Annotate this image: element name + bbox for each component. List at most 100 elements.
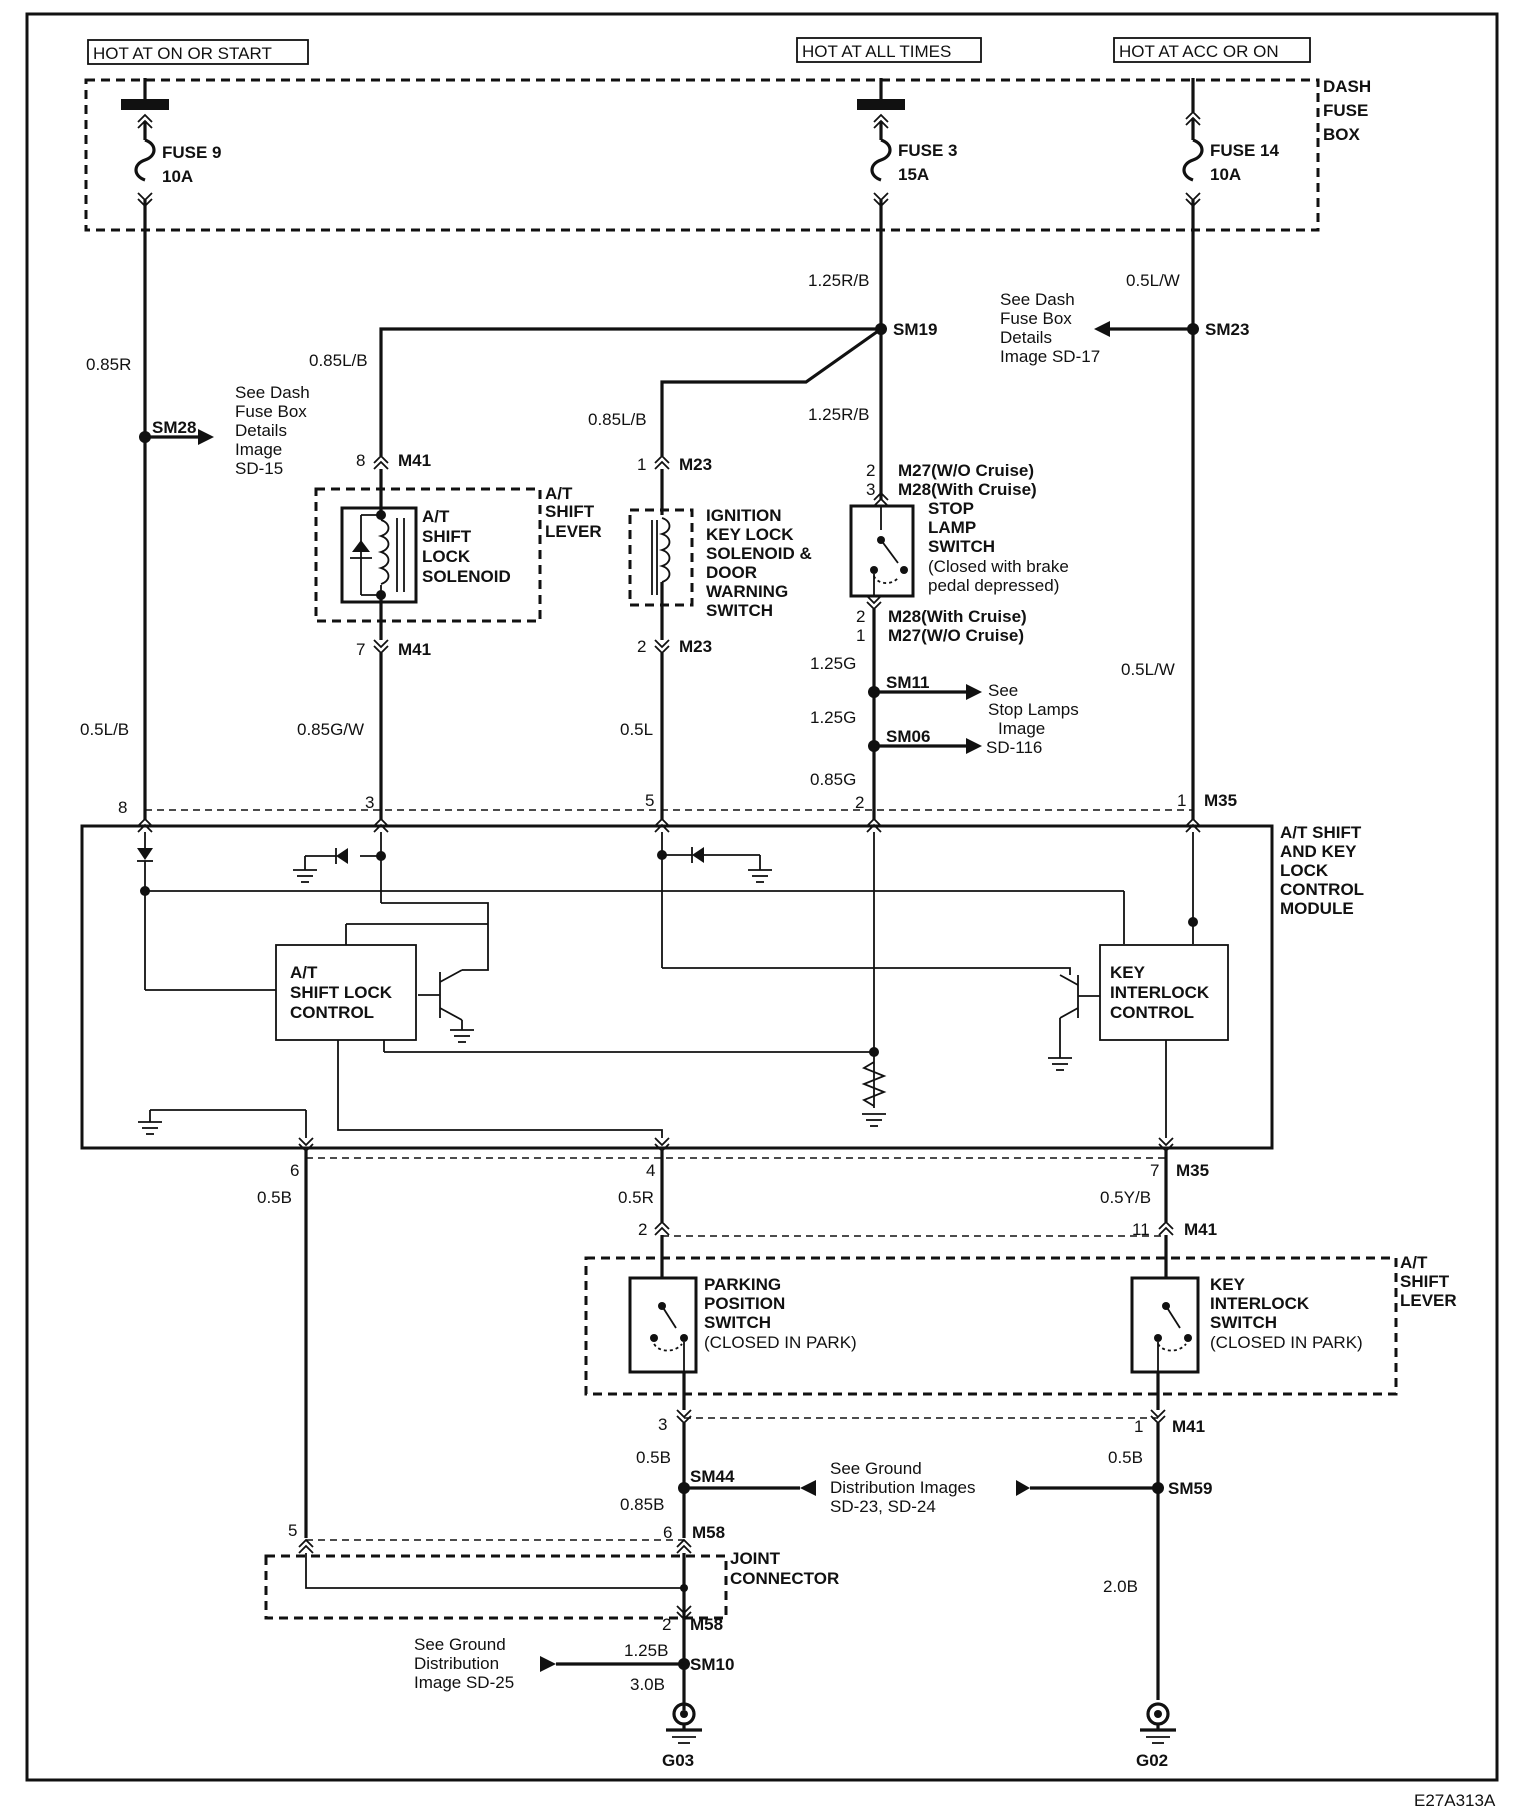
arrow-sd116-b bbox=[966, 738, 982, 754]
svg-text:HOT AT ON OR START: HOT AT ON OR START bbox=[93, 44, 272, 63]
svg-text:2: 2 bbox=[662, 1615, 671, 1634]
arrow-sd17 bbox=[1094, 321, 1110, 337]
svg-text:Distribution: Distribution bbox=[414, 1654, 499, 1673]
svg-text:SM11: SM11 bbox=[886, 673, 929, 692]
svg-text:0.5L/W: 0.5L/W bbox=[1121, 660, 1175, 679]
svg-text:JOINT: JOINT bbox=[730, 1549, 781, 1568]
svg-text:2: 2 bbox=[637, 637, 646, 656]
svg-text:SD-15: SD-15 bbox=[235, 459, 283, 478]
svg-text:SHIFT: SHIFT bbox=[422, 527, 472, 546]
svg-text:M27(W/O Cruise): M27(W/O Cruise) bbox=[898, 461, 1034, 480]
svg-text:FUSE: FUSE bbox=[1323, 101, 1368, 120]
parking-position-switch: PARKING POSITION SWITCH (CLOSED IN PARK) bbox=[628, 1235, 857, 1410]
svg-text:LAMP: LAMP bbox=[928, 518, 976, 537]
key-interlock-switch: KEY INTERLOCK SWITCH (CLOSED IN PARK) bbox=[1130, 1235, 1363, 1410]
svg-text:SM59: SM59 bbox=[1168, 1479, 1212, 1498]
shift-lock-control: A/T SHIFT LOCK CONTROL bbox=[275, 944, 417, 1041]
svg-text:0.85G/W: 0.85G/W bbox=[297, 720, 364, 739]
svg-text:CONTROL: CONTROL bbox=[1110, 1003, 1194, 1022]
svg-text:M35: M35 bbox=[1204, 791, 1237, 810]
shift-lever-bottom-label: A/T SHIFT LEVER bbox=[1400, 1253, 1457, 1310]
connector-m41-pin7: 7 M41 bbox=[356, 639, 431, 659]
wire-085LB-b bbox=[660, 327, 882, 456]
svg-text:SWITCH: SWITCH bbox=[704, 1313, 771, 1332]
svg-text:M23: M23 bbox=[679, 637, 712, 656]
svg-text:DASH: DASH bbox=[1323, 77, 1371, 96]
svg-text:1.25B: 1.25B bbox=[624, 1641, 668, 1660]
svg-text:IGNITION: IGNITION bbox=[706, 506, 782, 525]
svg-text:WARNING: WARNING bbox=[706, 582, 788, 601]
svg-text:3: 3 bbox=[658, 1415, 667, 1434]
source-label-all-times: HOT AT ALL TIMES bbox=[796, 37, 982, 63]
svg-text:M41: M41 bbox=[1184, 1220, 1217, 1239]
svg-text:LEVER: LEVER bbox=[545, 522, 602, 541]
svg-text:M41: M41 bbox=[398, 451, 431, 470]
control-module-box bbox=[80, 824, 1274, 1150]
svg-text:M58: M58 bbox=[690, 1615, 723, 1634]
svg-text:pedal depressed): pedal depressed) bbox=[928, 576, 1059, 595]
svg-text:Stop Lamps: Stop Lamps bbox=[988, 700, 1079, 719]
svg-text:0.5B: 0.5B bbox=[636, 1448, 671, 1467]
svg-text:HOT AT ALL TIMES: HOT AT ALL TIMES bbox=[802, 42, 951, 61]
svg-text:11: 11 bbox=[1132, 1220, 1150, 1239]
svg-text:10A: 10A bbox=[162, 167, 193, 186]
svg-text:8: 8 bbox=[356, 451, 365, 470]
connector-m23-pin1: 1 M23 bbox=[637, 454, 712, 474]
svg-text:SWITCH: SWITCH bbox=[706, 601, 773, 620]
shift-lever-bottom-outline bbox=[584, 1256, 1398, 1396]
svg-text:PARKING: PARKING bbox=[704, 1275, 781, 1294]
svg-text:1.25R/B: 1.25R/B bbox=[808, 271, 869, 290]
svg-text:3: 3 bbox=[866, 480, 875, 499]
shift-lever-top-outline bbox=[314, 487, 542, 623]
svg-text:7: 7 bbox=[1150, 1161, 1159, 1180]
svg-text:SM28: SM28 bbox=[152, 418, 196, 437]
svg-text:6: 6 bbox=[663, 1523, 672, 1542]
svg-text:SHIFT LOCK: SHIFT LOCK bbox=[290, 983, 393, 1002]
svg-text:Image: Image bbox=[235, 440, 282, 459]
svg-text:SD-116: SD-116 bbox=[986, 738, 1042, 757]
svg-text:SM06: SM06 bbox=[886, 727, 930, 746]
svg-text:0.5B: 0.5B bbox=[1108, 1448, 1143, 1467]
svg-text:5: 5 bbox=[288, 1521, 297, 1540]
svg-text:(Closed with brake: (Closed with brake bbox=[928, 557, 1069, 576]
fuse-3: FUSE 3 15A bbox=[857, 78, 958, 208]
figure-id: E27A313A bbox=[1414, 1791, 1496, 1810]
svg-text:3.0B: 3.0B bbox=[630, 1675, 665, 1694]
svg-text:10A: 10A bbox=[1210, 165, 1241, 184]
svg-text:0.5Y/B: 0.5Y/B bbox=[1100, 1188, 1151, 1207]
svg-text:CONNECTOR: CONNECTOR bbox=[730, 1569, 839, 1588]
svg-text:CONTROL: CONTROL bbox=[290, 1003, 374, 1022]
svg-text:SM44: SM44 bbox=[690, 1467, 735, 1486]
svg-text:Image SD-25: Image SD-25 bbox=[414, 1673, 514, 1692]
svg-text:1.25G: 1.25G bbox=[810, 708, 856, 727]
diagram-frame bbox=[25, 12, 1499, 1782]
svg-text:0.5L: 0.5L bbox=[620, 720, 653, 739]
svg-text:1: 1 bbox=[637, 455, 646, 474]
svg-text:G03: G03 bbox=[662, 1751, 694, 1770]
joint-connector-outline bbox=[264, 1554, 728, 1620]
svg-text:HOT AT ACC OR ON: HOT AT ACC OR ON bbox=[1119, 42, 1279, 61]
connector-m23-pin2: 2 M23 bbox=[637, 637, 712, 656]
arrow-sd15 bbox=[198, 429, 214, 445]
svg-text:0.85R: 0.85R bbox=[86, 355, 131, 374]
arrow-sd116-a bbox=[966, 684, 982, 700]
stop-lamp-switch: STOP LAMP SWITCH (Closed with brake peda… bbox=[849, 499, 1069, 598]
arrow-sd23-right bbox=[1016, 1480, 1030, 1496]
control-module-label: A/T SHIFT AND KEY LOCK CONTROL MODULE bbox=[1280, 823, 1364, 918]
svg-text:INTERLOCK: INTERLOCK bbox=[1110, 983, 1210, 1002]
source-label-acc-on: HOT AT ACC OR ON bbox=[1113, 37, 1311, 63]
svg-text:SWITCH: SWITCH bbox=[1210, 1313, 1277, 1332]
svg-text:Fuse Box: Fuse Box bbox=[1000, 309, 1072, 328]
dash-fuse-box-label: DASH FUSE BOX bbox=[1323, 77, 1371, 144]
svg-text:15A: 15A bbox=[898, 165, 929, 184]
svg-text:1: 1 bbox=[1177, 791, 1186, 810]
ref-sd17: See Dash Fuse Box Details Image SD-17 bbox=[1000, 290, 1100, 366]
arrow-sd25 bbox=[540, 1656, 556, 1672]
svg-text:FUSE 3: FUSE 3 bbox=[898, 141, 958, 160]
connector-stop-top: 2 3 M27(W/O Cruise) M28(With Cruise) bbox=[866, 461, 1037, 507]
svg-text:M41: M41 bbox=[398, 640, 431, 659]
ref-sd23: See Ground Distribution Images SD-23, SD… bbox=[830, 1459, 976, 1516]
svg-text:A/T SHIFT: A/T SHIFT bbox=[1280, 823, 1362, 842]
svg-text:6: 6 bbox=[290, 1161, 299, 1180]
